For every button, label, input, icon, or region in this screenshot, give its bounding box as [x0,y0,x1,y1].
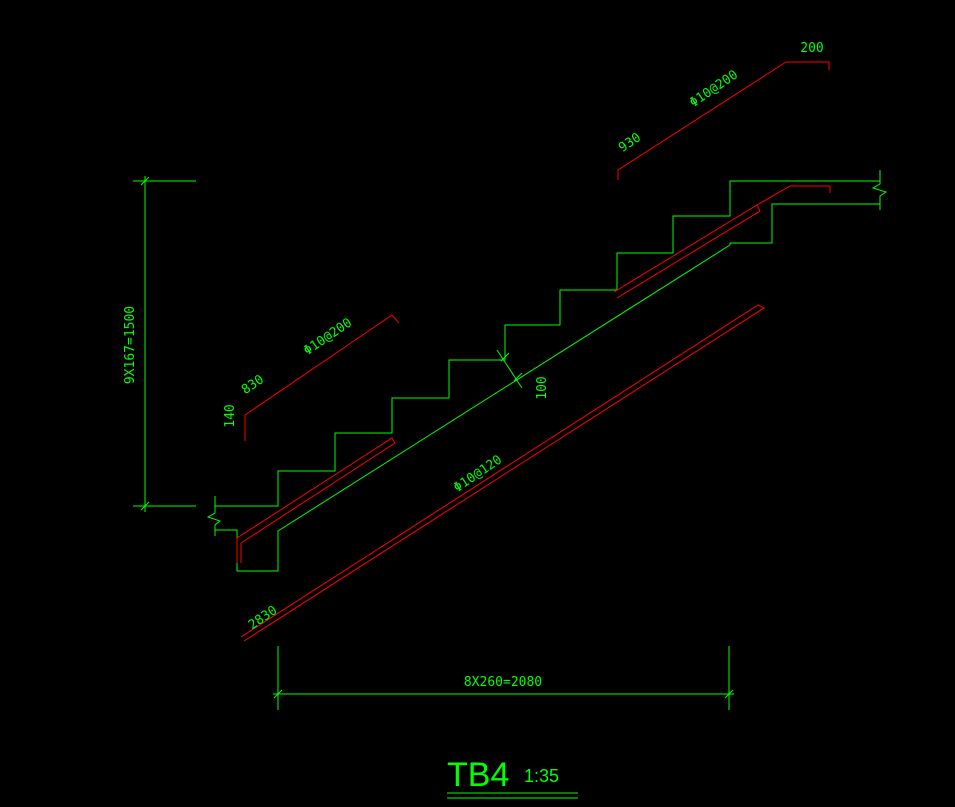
upper-bar-hook-label: 200 [800,41,823,56]
stair-soffit [215,244,731,572]
break-line-left [206,496,222,536]
upper-bar-spec-label: Φ10@200 [687,68,741,111]
lower-bar-length-label: 830 [239,372,267,398]
drawing-title: TB4 [447,756,509,794]
dimension-thickness: 100 [496,349,550,400]
rebar-lower-bent [244,314,400,441]
thickness-label: 100 [535,376,550,399]
break-line-right [871,170,888,210]
rebar-upper-bent [617,61,830,180]
stair-profile [206,170,888,572]
drawing-scale: 1:35 [524,766,559,786]
rebar-bottom [240,304,766,642]
rebar-top-lower [236,437,396,563]
width-dimension-label: 8X260=2080 [464,675,542,690]
lower-bar-spec-label: Φ10@200 [301,316,355,359]
stair-steps-outline [215,180,880,507]
landing-upper-bottom [729,203,880,245]
upper-bar-length-label: 930 [616,130,644,156]
height-dimension-label: 9X167=1500 [123,306,138,384]
lower-bar-hook-label: 140 [223,404,238,427]
dimension-horizontal: 8X260=2080 [273,646,734,710]
rebar-top-upper [613,204,761,299]
title-block: TB4 1:35 [447,756,578,799]
bottom-bar-spec-label: Φ10@120 [451,453,505,496]
dimension-vertical: 9X167=1500 [123,176,196,512]
rebar [236,61,831,642]
rebar-top-upper-leg [756,185,831,206]
